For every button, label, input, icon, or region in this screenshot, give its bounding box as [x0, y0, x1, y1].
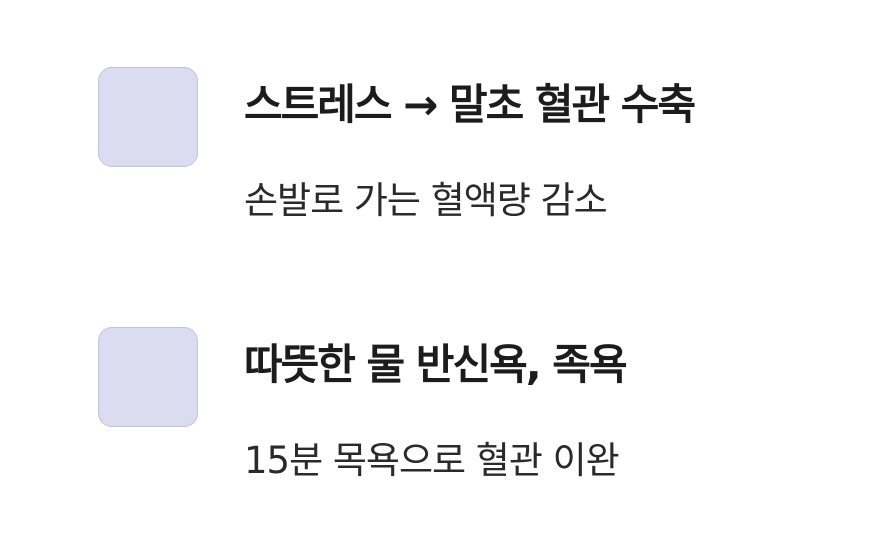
item-title: 따뜻한 물 반신욕, 족욕	[244, 340, 628, 389]
item-description: 손발로 가는 혈액량 감소	[244, 179, 608, 222]
item-description: 15분 목욕으로 혈관 이완	[244, 439, 620, 482]
placeholder-square-icon	[98, 327, 198, 427]
placeholder-square-icon	[98, 67, 198, 167]
item-title: 스트레스 → 말초 혈관 수축	[244, 80, 696, 129]
